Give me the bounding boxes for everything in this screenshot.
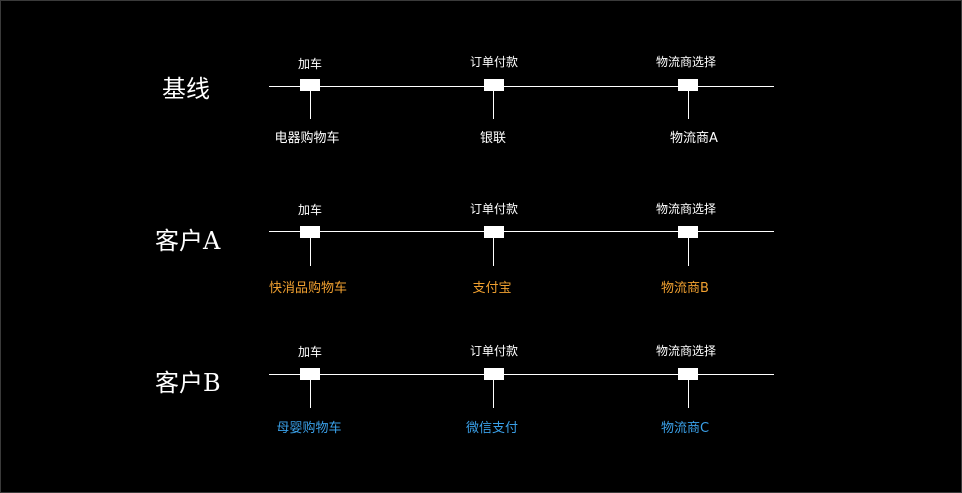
step-title: 物流商选择 <box>655 55 716 69</box>
step-title: 加车 <box>297 57 322 71</box>
step-stem <box>493 238 494 266</box>
step-stem <box>493 91 494 119</box>
step-value: 支付宝 <box>472 281 512 296</box>
step-value: 物流商A <box>670 131 718 146</box>
timeline-line <box>269 86 774 87</box>
row-label: 客户A <box>155 227 221 255</box>
step-title: 加车 <box>297 345 322 359</box>
step-node <box>678 79 698 91</box>
step-value: 母婴购物车 <box>276 421 342 436</box>
step-value: 物流商B <box>661 281 709 296</box>
step-value: 银联 <box>479 131 506 146</box>
step-stem <box>688 238 689 266</box>
step-title: 订单付款 <box>469 202 518 216</box>
step-stem <box>493 380 494 408</box>
step-node <box>300 79 320 91</box>
row-customer-a: 客户A 加车 快消品购物车 订单付款 支付宝 物流商选择 物流商B <box>1 146 962 296</box>
row-baseline: 基线 加车 电器购物车 订单付款 银联 物流商选择 物流商A <box>1 1 962 146</box>
row-label: 基线 <box>162 75 210 103</box>
step-node <box>678 226 698 238</box>
row-label: 客户B <box>155 369 221 397</box>
step-title: 订单付款 <box>469 344 518 358</box>
step-node <box>484 226 504 238</box>
step-value: 物流商C <box>660 421 710 436</box>
step-stem <box>688 91 689 119</box>
step-title: 物流商选择 <box>655 344 716 358</box>
step-value: 电器购物车 <box>274 131 340 146</box>
step-node <box>484 79 504 91</box>
step-node <box>484 368 504 380</box>
step-stem <box>688 380 689 408</box>
timeline-line <box>269 231 774 232</box>
step-value: 微信支付 <box>465 421 518 436</box>
step-title: 物流商选择 <box>655 202 716 216</box>
step-stem <box>310 91 311 119</box>
timeline-line <box>269 374 774 375</box>
step-stem <box>310 238 311 266</box>
step-title: 加车 <box>297 203 322 217</box>
row-customer-b: 客户B 加车 母婴购物车 订单付款 微信支付 物流商选择 物流商C <box>1 289 962 436</box>
step-title: 订单付款 <box>469 55 518 69</box>
step-node <box>300 226 320 238</box>
step-node <box>678 368 698 380</box>
step-stem <box>310 380 311 408</box>
step-node <box>300 368 320 380</box>
step-value: 快消品购物车 <box>268 281 347 296</box>
